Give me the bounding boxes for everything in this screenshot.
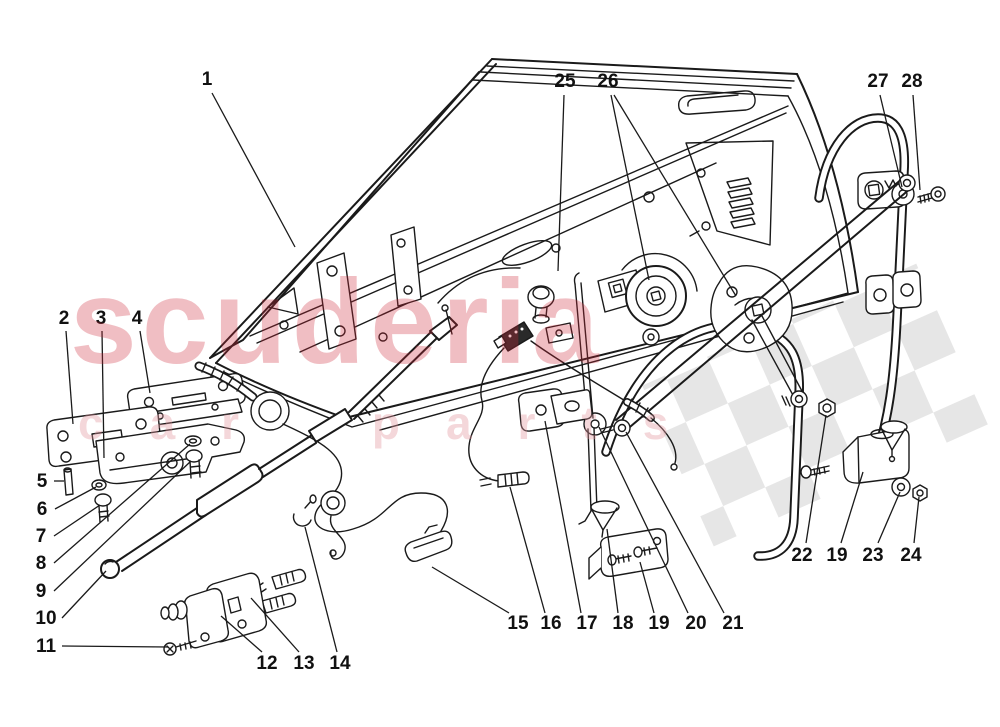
callout-13-leader [250, 597, 300, 653]
callout-24-label: 24 [900, 545, 922, 566]
door-stay-rod [100, 304, 458, 579]
callout-27-leader [879, 94, 903, 188]
callout-11-leader [61, 645, 169, 648]
callout-9-leader [53, 460, 192, 592]
callout-22-label: 22 [791, 545, 812, 566]
callout-15-leader [431, 566, 510, 614]
wiring-harness-right [468, 285, 678, 488]
callout-26-leader [610, 94, 650, 281]
door-hinges [46, 372, 246, 523]
callout-17-leader [544, 420, 582, 614]
callout-26-label: 26 [597, 71, 618, 92]
lock-linkage [517, 272, 669, 580]
callout-7-label: 7 [36, 526, 47, 547]
callout-16-label: 16 [540, 613, 561, 634]
callout-19-label: 19 [648, 613, 669, 634]
callout-3-leader [101, 330, 105, 459]
callout-11-label: 11 [36, 636, 57, 657]
callout-21-label: 21 [722, 613, 744, 634]
callout-1-label: 1 [202, 69, 213, 90]
callout-19-label: 19 [826, 545, 847, 566]
callout-21-leader [625, 431, 725, 614]
callout-2-leader [65, 330, 74, 425]
callout-23-leader [877, 491, 901, 544]
callout-13-label: 13 [293, 653, 314, 674]
callout-16-leader [509, 486, 546, 614]
callout-6-label: 6 [37, 499, 48, 520]
callout-14-label: 14 [329, 653, 351, 674]
callout-8-leader [53, 443, 191, 564]
callout-9-label: 9 [36, 581, 47, 602]
callout-12-leader [220, 615, 263, 653]
callout-25-leader [557, 94, 565, 272]
callout-25-label: 25 [554, 71, 576, 92]
wiring-harness-left [194, 361, 453, 620]
callout-6-leader [54, 486, 97, 510]
callout-4-label: 4 [132, 308, 143, 329]
rail-brackets [800, 170, 946, 502]
callout-14-leader [304, 526, 338, 653]
callout-20-leader [598, 426, 689, 614]
callout-7-leader [53, 504, 101, 537]
callout-19-leader [840, 471, 864, 544]
callout-28-leader [912, 94, 921, 191]
callout-17-label: 17 [576, 613, 597, 634]
callout-18-label: 18 [612, 613, 633, 634]
callout-8-label: 8 [36, 553, 47, 574]
checkered-flag-watermark [642, 263, 988, 547]
callout-19-leader [639, 561, 655, 614]
callout-10-label: 10 [35, 608, 56, 629]
callout-26-leader [613, 94, 737, 297]
callout-22-leader [805, 414, 827, 544]
callout-4-leader [139, 330, 151, 394]
callout-3-label: 3 [96, 308, 107, 329]
callout-23-label: 23 [862, 545, 883, 566]
callout-2-label: 2 [59, 308, 70, 329]
callout-20-label: 20 [685, 613, 706, 634]
callout-1-leader [211, 92, 296, 248]
door-switch-assembly [160, 572, 268, 656]
callout-27-label: 27 [867, 71, 888, 92]
callout-28-label: 28 [901, 71, 922, 92]
callout-12-label: 12 [256, 653, 277, 674]
callout-18-leader [606, 528, 619, 614]
window-regulator [583, 174, 916, 437]
callout-10-leader [61, 570, 107, 619]
callout-24-leader [913, 496, 920, 544]
callout-15-label: 15 [507, 613, 529, 634]
callout-5-label: 5 [37, 471, 48, 492]
